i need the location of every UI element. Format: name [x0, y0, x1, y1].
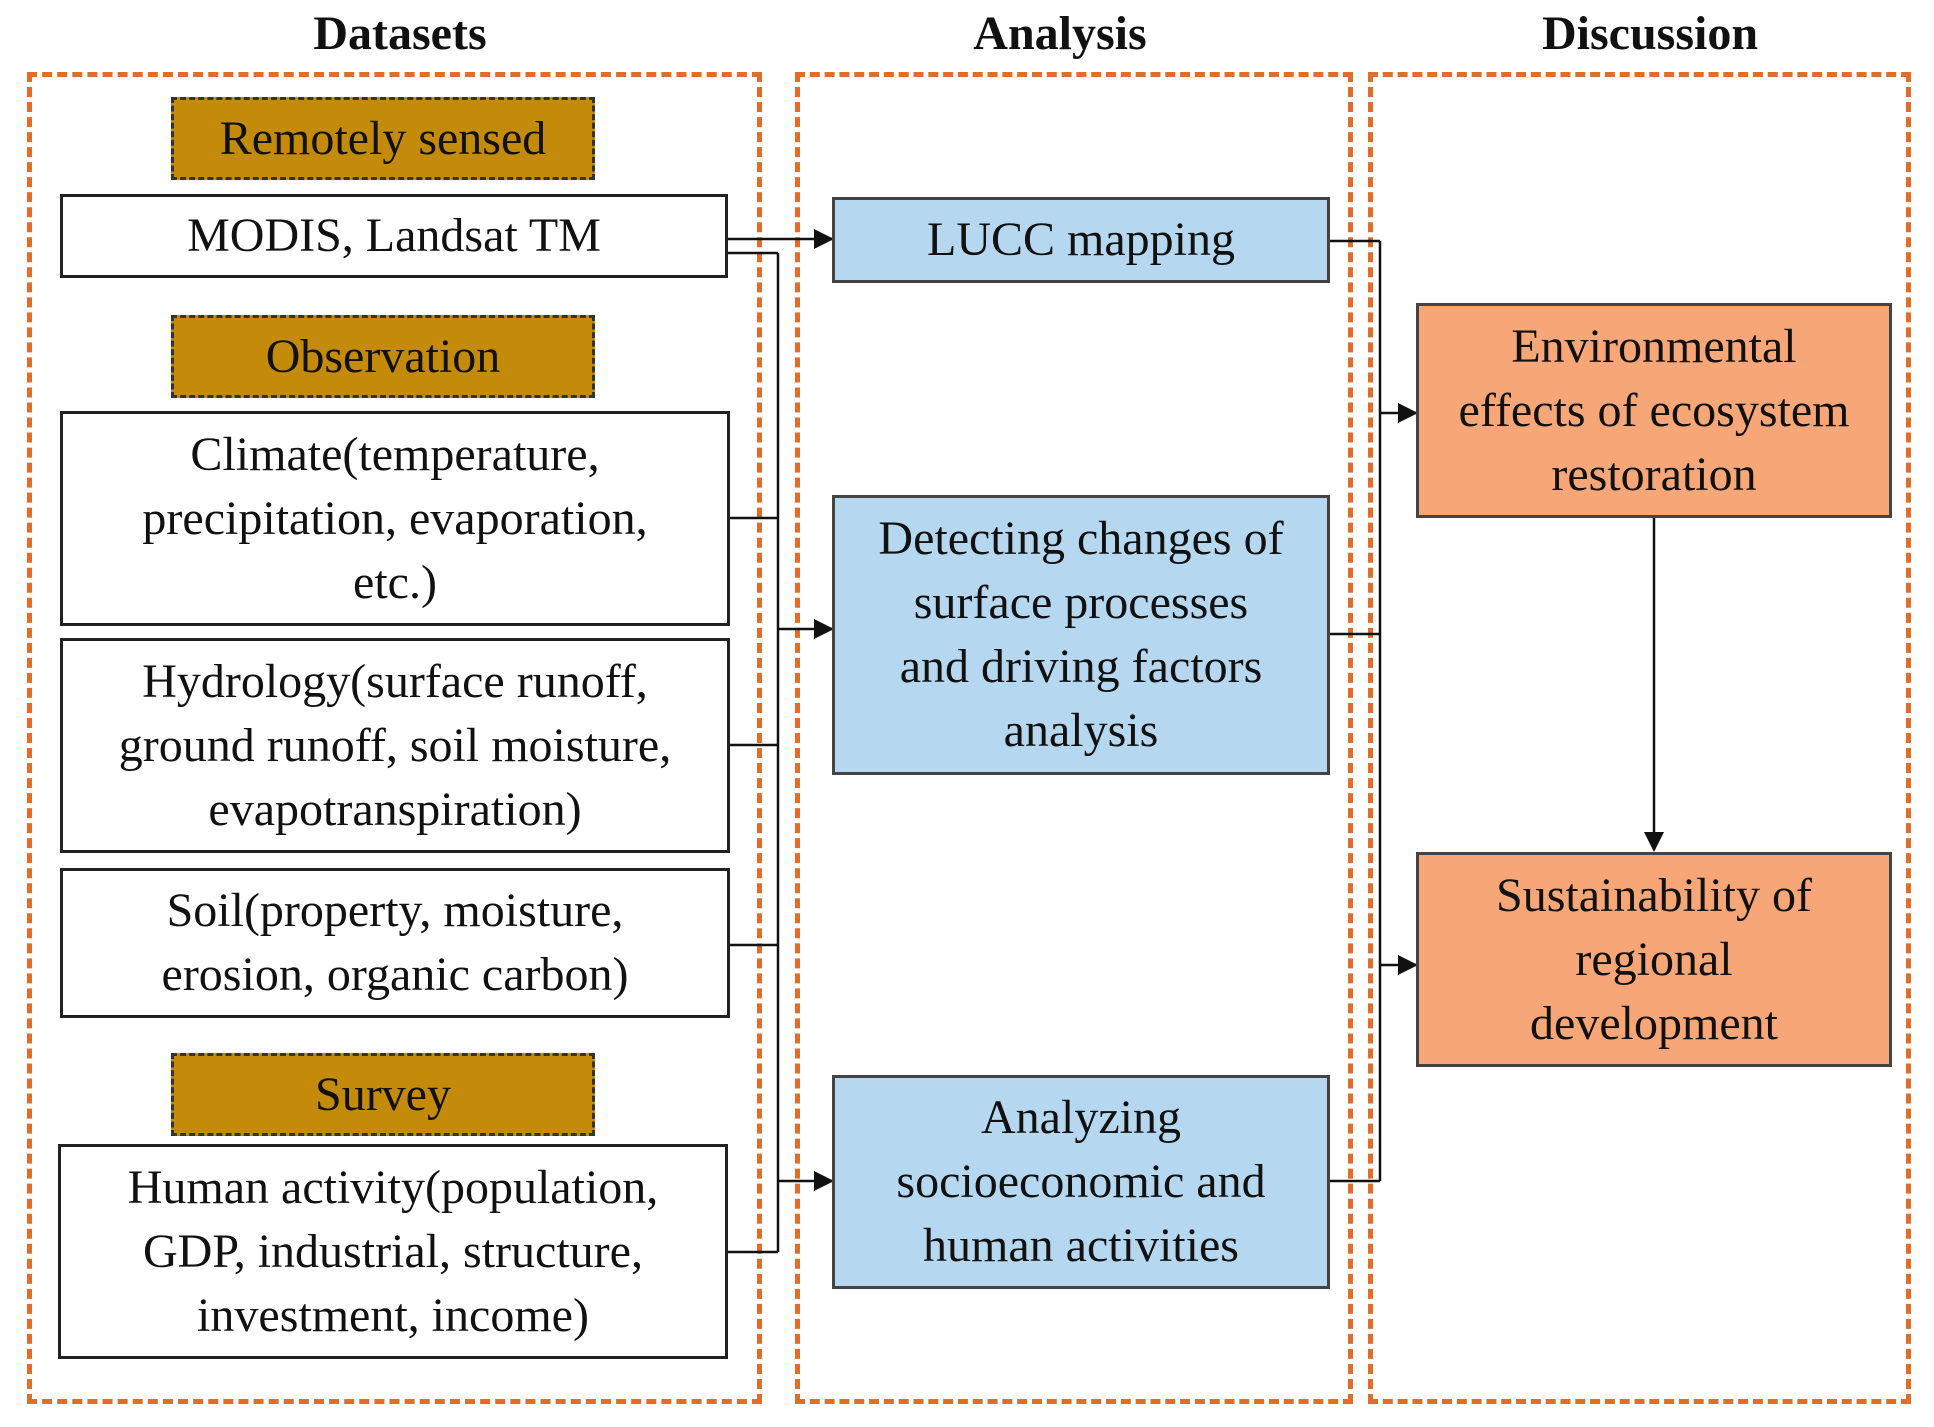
dataset-modis-landsat-text: MODIS, Landsat TM — [187, 209, 601, 262]
header-discussion: Discussion — [1541, 7, 1759, 60]
discussion-environmental-effects: Environmental effects of ecosystem resto… — [1416, 303, 1892, 518]
category-remotely-sensed: Remotely sensed — [171, 97, 595, 180]
category-remotely-sensed-label: Remotely sensed — [219, 111, 547, 165]
analysis-lucc-mapping: LUCC mapping — [832, 197, 1330, 283]
dataset-soil: Soil(property, moisture, erosion, organi… — [60, 868, 730, 1018]
dataset-climate: Climate(temperature, precipitation, evap… — [60, 411, 730, 626]
category-survey-label: Survey — [315, 1067, 451, 1121]
dataset-human-activity: Human activity(population, GDP, industri… — [58, 1144, 728, 1359]
discussion-frame — [1368, 72, 1911, 1404]
discussion-environmental-effects-text: Environmental effects of ecosystem resto… — [1458, 319, 1850, 501]
analysis-socioeconomic-text: Analyzing socioeconomic and human activi… — [896, 1091, 1266, 1272]
category-observation-label: Observation — [265, 329, 501, 383]
dataset-climate-text: Climate(temperature, precipitation, evap… — [142, 427, 648, 609]
analysis-detecting-changes: Detecting changes of surface processes a… — [832, 495, 1330, 775]
analysis-lucc-mapping-text: LUCC mapping — [927, 213, 1235, 266]
analysis-frame — [795, 72, 1353, 1404]
dataset-hydrology: Hydrology(surface runoff, ground runoff,… — [60, 638, 730, 853]
header-analysis: Analysis — [973, 7, 1147, 60]
analysis-socioeconomic: Analyzing socioeconomic and human activi… — [832, 1075, 1330, 1289]
header-datasets: Datasets — [313, 7, 487, 60]
dataset-human-activity-text: Human activity(population, GDP, industri… — [127, 1160, 659, 1342]
dataset-hydrology-text: Hydrology(surface runoff, ground runoff,… — [118, 654, 672, 836]
discussion-sustainability: Sustainability of regional development — [1416, 852, 1892, 1067]
category-survey: Survey — [171, 1053, 595, 1136]
discussion-sustainability-text: Sustainability of regional development — [1496, 868, 1812, 1050]
dataset-modis-landsat: MODIS, Landsat TM — [60, 194, 728, 278]
analysis-detecting-changes-text: Detecting changes of surface processes a… — [878, 512, 1284, 757]
dataset-soil-text: Soil(property, moisture, erosion, organi… — [161, 884, 629, 1001]
category-observation: Observation — [171, 315, 595, 398]
datasets-frame — [27, 72, 762, 1404]
